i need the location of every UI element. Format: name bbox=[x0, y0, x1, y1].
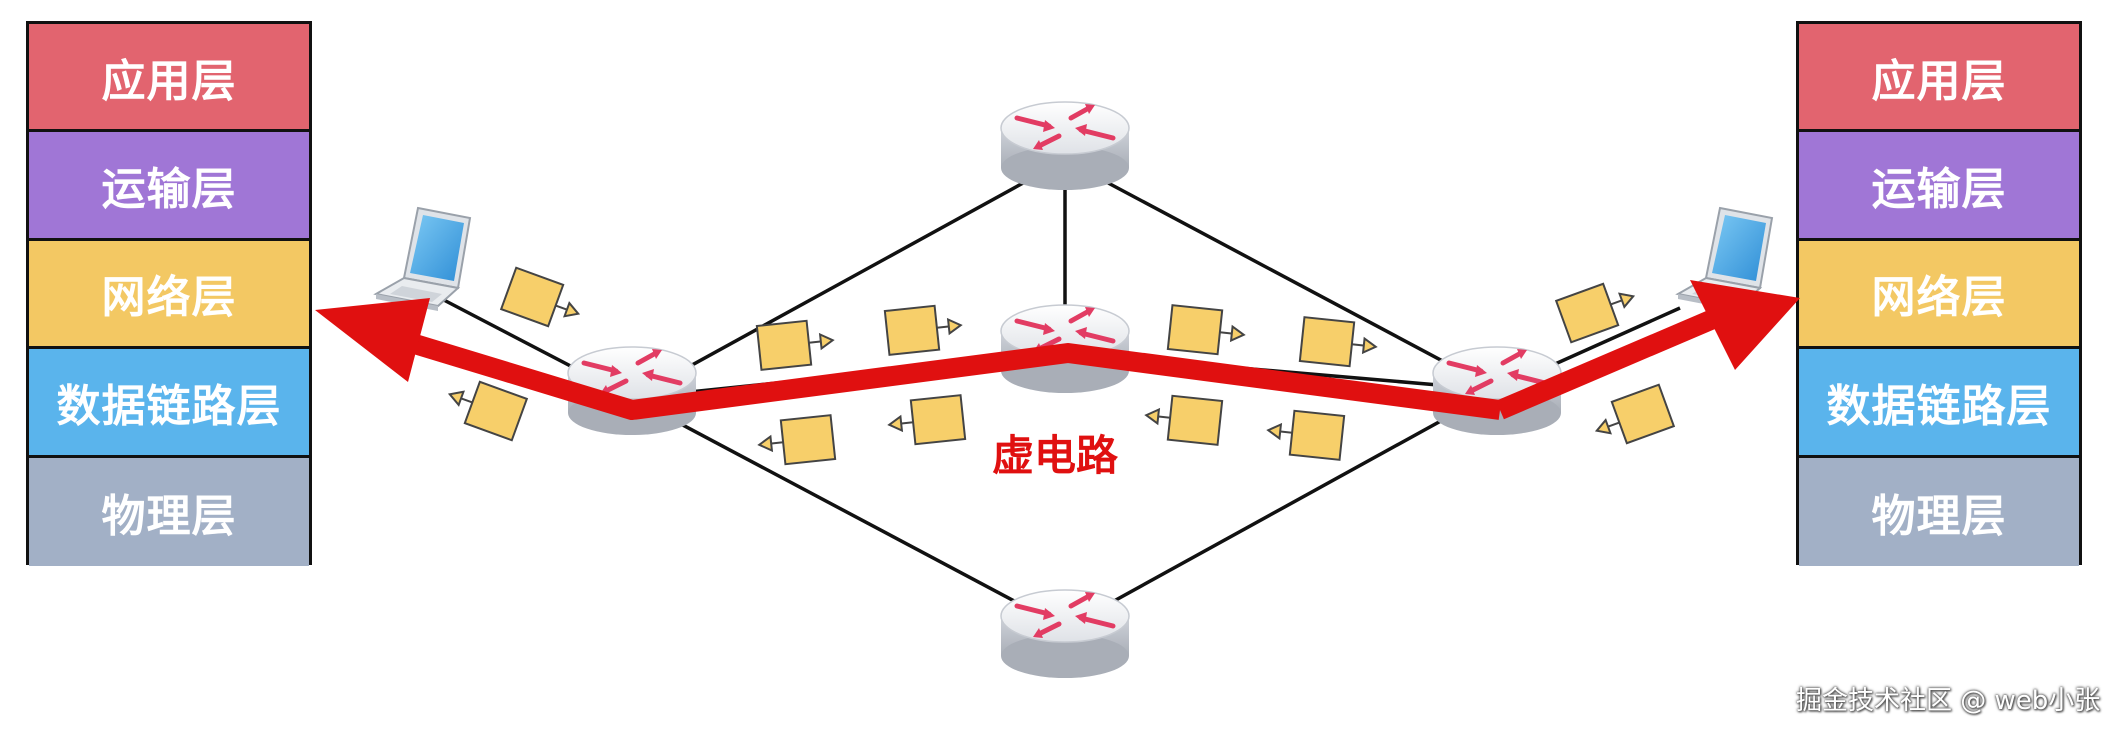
packet-icon bbox=[500, 266, 587, 336]
left-datalink-layer: 数据链路层 bbox=[29, 349, 309, 458]
left-application-layer: 应用层 bbox=[29, 24, 309, 133]
virtual-circuit-label: 虚电路 bbox=[992, 431, 1119, 480]
packet-icon bbox=[1264, 407, 1346, 461]
watermark: 掘金技术社区 @ web小张 bbox=[1796, 686, 2101, 716]
packet-icon bbox=[885, 394, 967, 448]
packet-icon bbox=[1298, 316, 1380, 370]
link-r1-rbot bbox=[631, 396, 1066, 630]
left-physical-layer: 物理层 bbox=[29, 457, 309, 566]
link-rbot-r2 bbox=[1064, 388, 1498, 630]
right-transport-layer: 运输层 bbox=[1799, 132, 2079, 241]
packet-icon bbox=[755, 317, 837, 371]
left-protocol-stack: 应用层 运输层 网络层 数据链路层 物理层 bbox=[26, 21, 312, 566]
packet-icon bbox=[1142, 392, 1224, 446]
left-network-layer: 网络层 bbox=[29, 240, 309, 350]
packet-icon bbox=[883, 302, 965, 356]
packet-icon bbox=[755, 414, 837, 468]
virtual-circuit-path bbox=[315, 280, 1800, 420]
right-network-layer: 网络层 bbox=[1799, 240, 2079, 350]
router-icon bbox=[1001, 590, 1129, 678]
left-transport-layer: 运输层 bbox=[29, 132, 309, 241]
laptop-icon bbox=[375, 207, 471, 312]
right-protocol-stack: 应用层 运输层 网络层 数据链路层 物理层 bbox=[1796, 21, 2082, 566]
router-icon bbox=[1001, 102, 1129, 190]
packet-icon bbox=[1166, 304, 1248, 358]
packet-icon bbox=[1588, 383, 1675, 453]
link-rtop-r2 bbox=[1064, 158, 1498, 392]
link-r1-rtop bbox=[631, 158, 1066, 400]
right-datalink-layer: 数据链路层 bbox=[1799, 349, 2079, 458]
right-physical-layer: 物理层 bbox=[1799, 457, 2079, 566]
network-links bbox=[439, 158, 1681, 630]
right-application-layer: 应用层 bbox=[1799, 24, 2079, 133]
